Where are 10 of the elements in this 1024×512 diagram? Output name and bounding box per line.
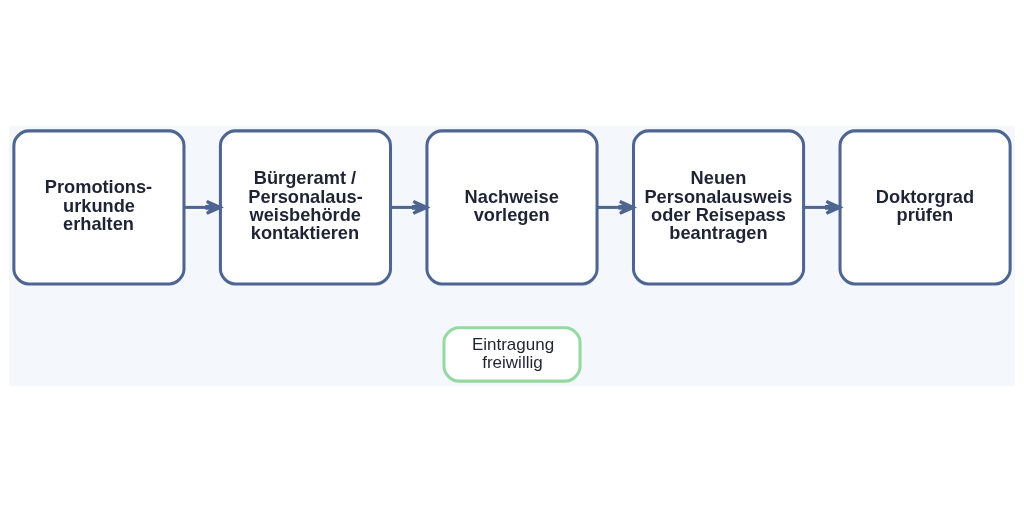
node-box: Nachweise vorlegen bbox=[425, 129, 599, 286]
arrow bbox=[597, 199, 635, 215]
node-box: Promotions- urkunde erhalten bbox=[12, 129, 186, 286]
arrow bbox=[390, 199, 429, 215]
arrow bbox=[803, 199, 842, 215]
node-box: Neuen Personalausweis oder Reisepass beantragen bbox=[632, 129, 806, 286]
node-box: Doktorgrad prüfen bbox=[838, 129, 1012, 286]
node-box: Eintragung freiwillig bbox=[442, 326, 582, 383]
node-box: Bürgeramt / Personalaus- weisbehörde kontaktieren bbox=[218, 129, 392, 286]
arrow bbox=[184, 199, 222, 215]
